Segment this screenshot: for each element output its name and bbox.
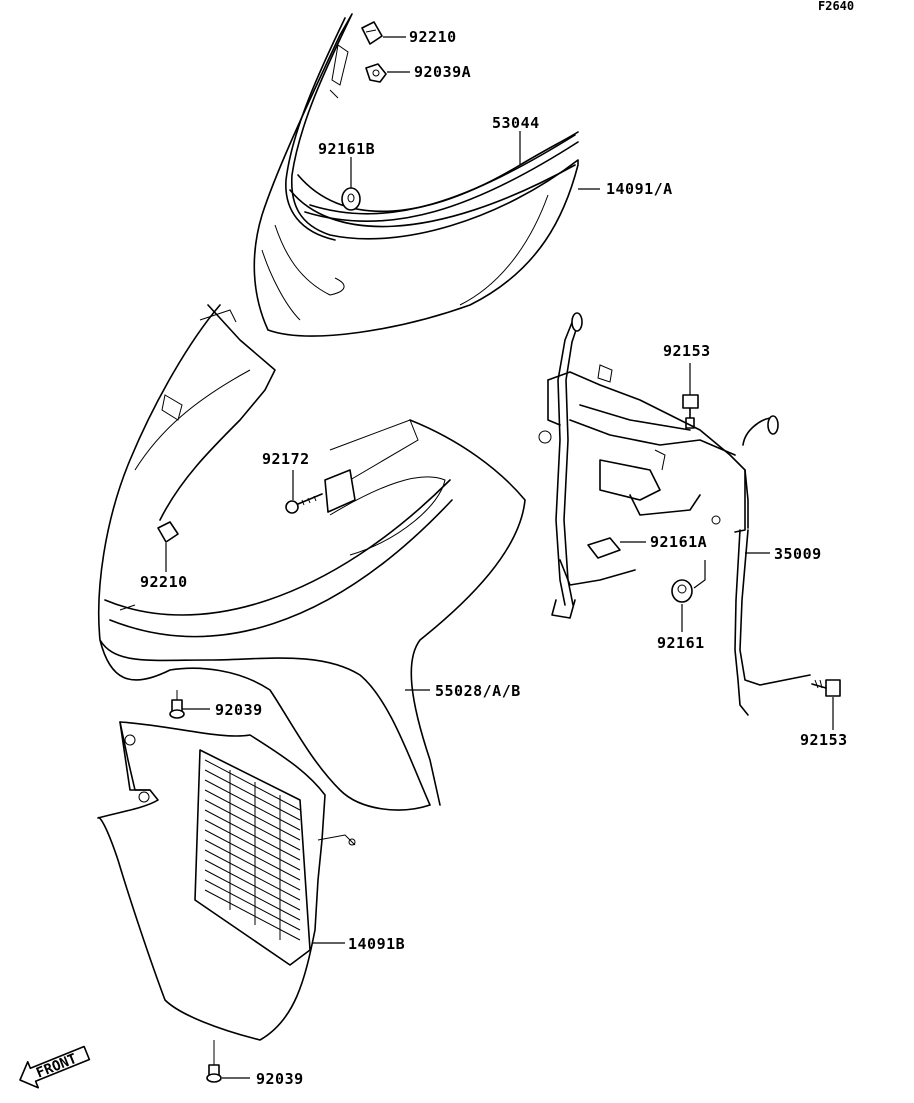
grille-slats xyxy=(204,759,301,941)
label-92161a: 92161A xyxy=(650,533,707,551)
label-92039-mid: 92039 xyxy=(215,701,263,719)
front-arrow-label: FRONT xyxy=(34,1051,79,1082)
diagram-code: F2640 xyxy=(818,0,854,13)
trim-strip-53044 xyxy=(304,134,579,223)
inner-cover-55028 xyxy=(97,304,526,811)
part-labels: 92210 92039A 53044 92161B 14091/A 92153 … xyxy=(140,28,848,1088)
leader-lines xyxy=(165,36,834,1079)
grommet-92161b xyxy=(341,187,361,211)
label-92210-top: 92210 xyxy=(409,28,457,46)
label-35009: 35009 xyxy=(774,545,822,563)
headlight-stay-35009 xyxy=(538,312,811,716)
screw-92172 xyxy=(285,493,323,514)
label-55028: 55028/A/B xyxy=(435,682,521,700)
label-92039a: 92039A xyxy=(414,63,471,81)
bolt-92153-bottom xyxy=(811,679,841,697)
grommet-92161 xyxy=(671,579,693,603)
bolt-92153-top xyxy=(682,394,699,429)
clip-92210-mid xyxy=(157,521,179,543)
pad-92161a xyxy=(587,537,621,559)
label-53044: 53044 xyxy=(492,114,540,132)
label-92153-bottom: 92153 xyxy=(800,731,848,749)
label-92153-top: 92153 xyxy=(663,342,711,360)
label-92172: 92172 xyxy=(262,450,310,468)
label-92210-mid: 92210 xyxy=(140,573,188,591)
label-92039-bottom: 92039 xyxy=(256,1070,304,1088)
label-92161b: 92161B xyxy=(318,140,375,158)
rivet-92039-bottom xyxy=(206,1040,222,1083)
clip-92210-top xyxy=(361,21,383,45)
label-14091a: 14091/A xyxy=(606,180,673,198)
rivet-92039-mid xyxy=(169,690,185,719)
lower-cover-14091b xyxy=(97,721,356,1041)
label-14091b: 14091B xyxy=(348,935,405,953)
label-92161: 92161 xyxy=(657,634,705,652)
front-arrow-icon: FRONT xyxy=(19,1045,91,1089)
clip-92039a xyxy=(365,63,387,83)
